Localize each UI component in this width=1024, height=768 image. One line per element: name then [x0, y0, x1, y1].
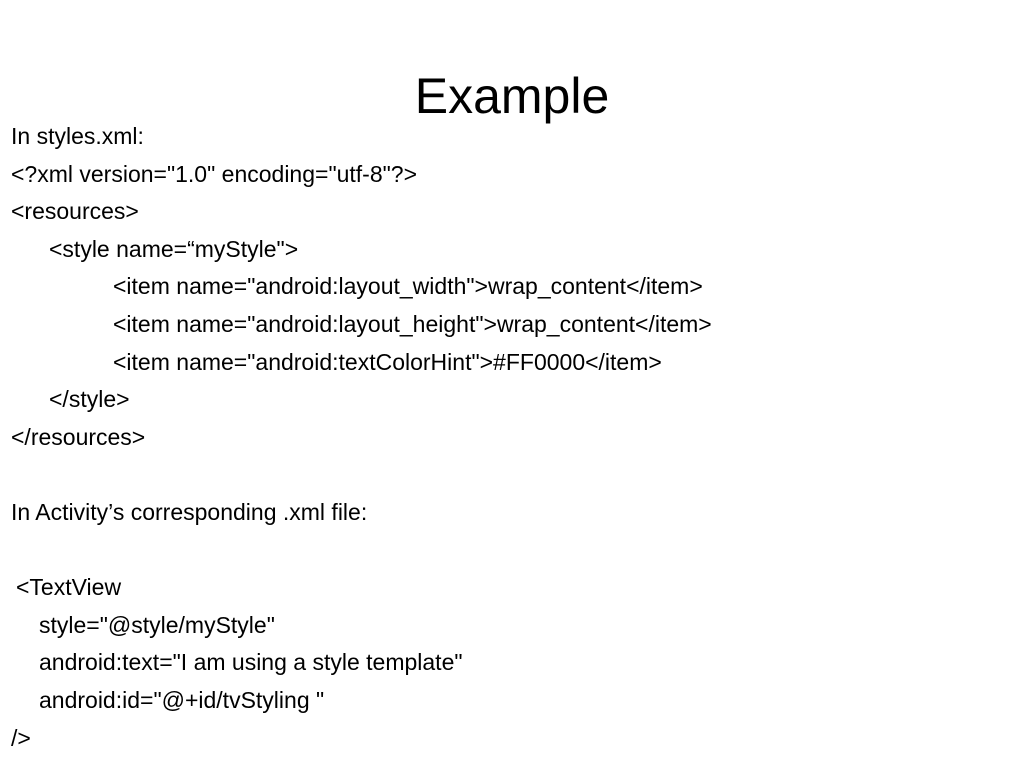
blank-line — [11, 532, 1011, 570]
code-line-item-layout-width: <item name="android:layout_width">wrap_c… — [113, 273, 703, 300]
code-line-item-text-color-hint: <item name="android:textColorHint">#FF00… — [113, 348, 662, 375]
code-line-style-close: </style> — [49, 386, 130, 413]
code-line-style-open: <style name=“myStyle"> — [49, 235, 299, 262]
code-line-textview-close: /> — [11, 724, 31, 751]
code-line-text-attr: android:text="I am using a style templat… — [39, 649, 463, 676]
blank-line — [11, 456, 1011, 494]
slide-body: In styles.xml: <?xml version="1.0" encod… — [11, 118, 1011, 757]
code-line-style-attr: style="@style/myStyle" — [39, 611, 275, 638]
code-line-resources-close: </resources> — [11, 423, 146, 450]
intro-line-activity-xml: In Activity’s corresponding .xml file: — [11, 498, 368, 525]
code-line-id-attr: android:id="@+id/tvStyling " — [39, 686, 325, 713]
intro-line-styles-xml: In styles.xml: — [11, 123, 144, 149]
slide-title: Example — [414, 68, 610, 124]
code-line-item-layout-height: <item name="android:layout_height">wrap_… — [113, 310, 712, 337]
code-line-textview-open: <TextView — [16, 574, 122, 601]
code-line-resources-open: <resources> — [11, 198, 139, 225]
code-line-xml-declaration: <?xml version="1.0" encoding="utf-8"?> — [11, 160, 418, 187]
